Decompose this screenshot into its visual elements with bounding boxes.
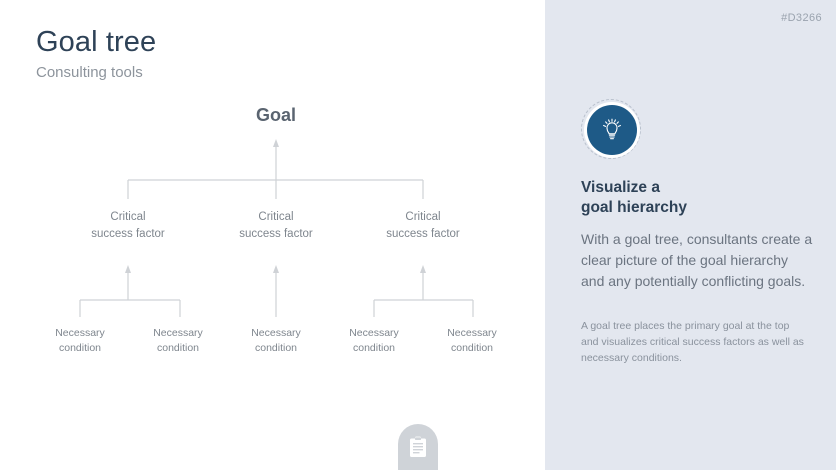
page-title: Goal tree	[36, 26, 157, 58]
tree-node-nc-4[interactable]: Necessary condition	[349, 327, 399, 355]
footer-badge[interactable]	[398, 424, 438, 470]
tree-node-nc-2[interactable]: Necessary condition	[153, 327, 203, 355]
tree-node-nc-5[interactable]: Necessary condition	[447, 327, 497, 355]
tree-node-csf-1[interactable]: Critical success factor	[91, 211, 165, 240]
slide-code: #D3266	[781, 12, 822, 24]
panel-heading: Visualize a goal hierarchy	[581, 179, 687, 217]
dashed-ring	[581, 99, 641, 159]
tree-node-csf-2[interactable]: Critical success factor	[239, 211, 313, 240]
right-info-panel: #D3266	[545, 0, 836, 470]
tree-node-nc-1[interactable]: Necessary condition	[55, 327, 105, 355]
tree-node-nc-3[interactable]: Necessary condition	[251, 327, 301, 355]
lightbulb-icon	[603, 118, 621, 140]
left-content-pane: Goal tree Consulting tools	[0, 26, 545, 470]
panel-body-text: With a goal tree, consultants create a c…	[581, 231, 813, 289]
panel-caption-text: A goal tree places the primary goal at t…	[581, 320, 804, 364]
tree-node-csf-3[interactable]: Critical success factor	[386, 211, 460, 240]
tree-node-goal[interactable]: Goal	[255, 105, 296, 125]
clipboard-icon	[410, 436, 426, 457]
tree-connectors	[79, 139, 474, 317]
accent-circle	[587, 105, 637, 155]
page-subtitle: Consulting tools	[36, 64, 143, 81]
lightbulb-badge	[581, 99, 643, 161]
goal-tree-diagram: Goal Critical success factor Critical su…	[0, 95, 545, 385]
